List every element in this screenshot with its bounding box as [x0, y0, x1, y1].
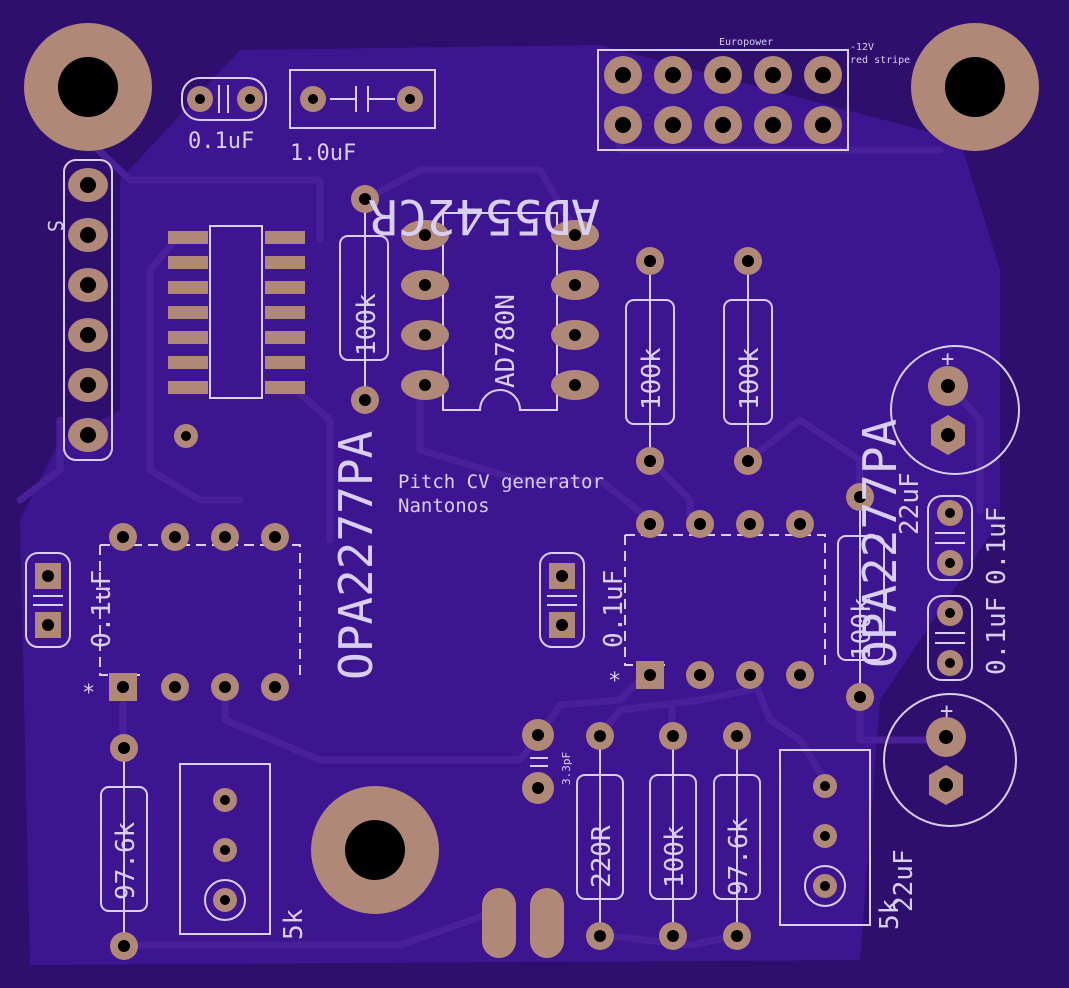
cap-3p3-label: 3.3pF: [560, 752, 573, 785]
header-6pin: [63, 159, 113, 461]
mounting-holes: [24, 23, 1039, 914]
elec-a-plus: +: [941, 347, 954, 372]
pin1-marker-left: *: [82, 681, 95, 706]
ic-ad780-label: AD780N: [491, 294, 521, 388]
ic-ad5542-label: AD5542CR: [369, 188, 600, 244]
cap-top-large: [289, 69, 436, 129]
res-100k-b-label: 100k: [637, 347, 667, 410]
europower-label: Europower: [719, 37, 773, 48]
res-97k6-b-label: 97.6k: [724, 817, 754, 896]
trim-5k-a-label: 5k: [279, 908, 309, 940]
resistor-100k-b: [625, 247, 675, 475]
title-line2: Nantonos: [398, 495, 490, 517]
resistor-100k-d: [837, 483, 885, 711]
title-line1: Pitch CV generator: [398, 471, 604, 493]
cap-mid: [539, 552, 585, 648]
cap-right-a: [927, 495, 973, 581]
cap-left: [25, 552, 71, 648]
resistor-97k6-a: [100, 734, 148, 960]
cap-top-small: [181, 77, 267, 121]
cap-right-a-label: 0.1uF: [982, 507, 1012, 585]
ic-opa-left-label: OPA2277PA: [329, 431, 383, 680]
res-97k6-a-label: 97.6k: [111, 821, 141, 900]
pin1-marker-right: *: [608, 669, 621, 694]
elec-22uf-a-label: 22uF: [895, 472, 925, 535]
resistor-97k6-b: [713, 722, 761, 950]
res-100k-d-label: 100k: [847, 597, 877, 660]
elec-b-plus: +: [940, 699, 953, 724]
cap-3p3pf: [522, 719, 554, 804]
red-stripe-label: red stripe: [850, 55, 910, 66]
ic-opa-right-label: OPA2277PA: [853, 419, 907, 668]
trimmer-5k-a: [179, 763, 271, 935]
ic-opa-right-dip8: [624, 510, 826, 689]
cap-left-label: 0.1uF: [87, 570, 117, 648]
elec-cap-b: [883, 693, 1017, 827]
minus12-label: -12V: [850, 42, 874, 53]
europower-header: [597, 49, 849, 151]
ic-ad780-dip8: [401, 212, 599, 411]
elec-cap-a: [890, 345, 1020, 475]
cap-top-large-label: 1.0uF: [290, 141, 356, 166]
trimmer-5k-b: [779, 749, 871, 926]
elec-22uf-b-label: 22uF: [889, 849, 919, 912]
jumper-pads: [482, 888, 564, 958]
resistor-100k-c: [723, 247, 773, 475]
cap-right-b-label: 0.1uF: [982, 597, 1012, 675]
cap-top-small-label: 0.1uF: [188, 129, 254, 154]
cap-right-b: [927, 595, 973, 681]
res-100k-a-label: 100k: [352, 293, 382, 356]
silkscreen-text: Pitch CV generator Nantonos Europower -1…: [43, 37, 1012, 940]
ic-ad5542-soic: [168, 225, 305, 448]
res-220r-label: 220R: [587, 825, 617, 888]
cap-mid-label: 0.1uF: [599, 570, 629, 648]
res-100k-e-label: 100k: [660, 825, 690, 888]
resistor-220r: [576, 722, 624, 950]
ic-opa-left-dip8: [99, 523, 301, 701]
pin-s-label: S: [43, 220, 67, 232]
resistor-100k-a: [339, 185, 389, 414]
res-100k-c-label: 100k: [735, 347, 765, 410]
resistor-100k-e: [649, 722, 697, 950]
trim-5k-b-label: 5k: [875, 898, 905, 930]
